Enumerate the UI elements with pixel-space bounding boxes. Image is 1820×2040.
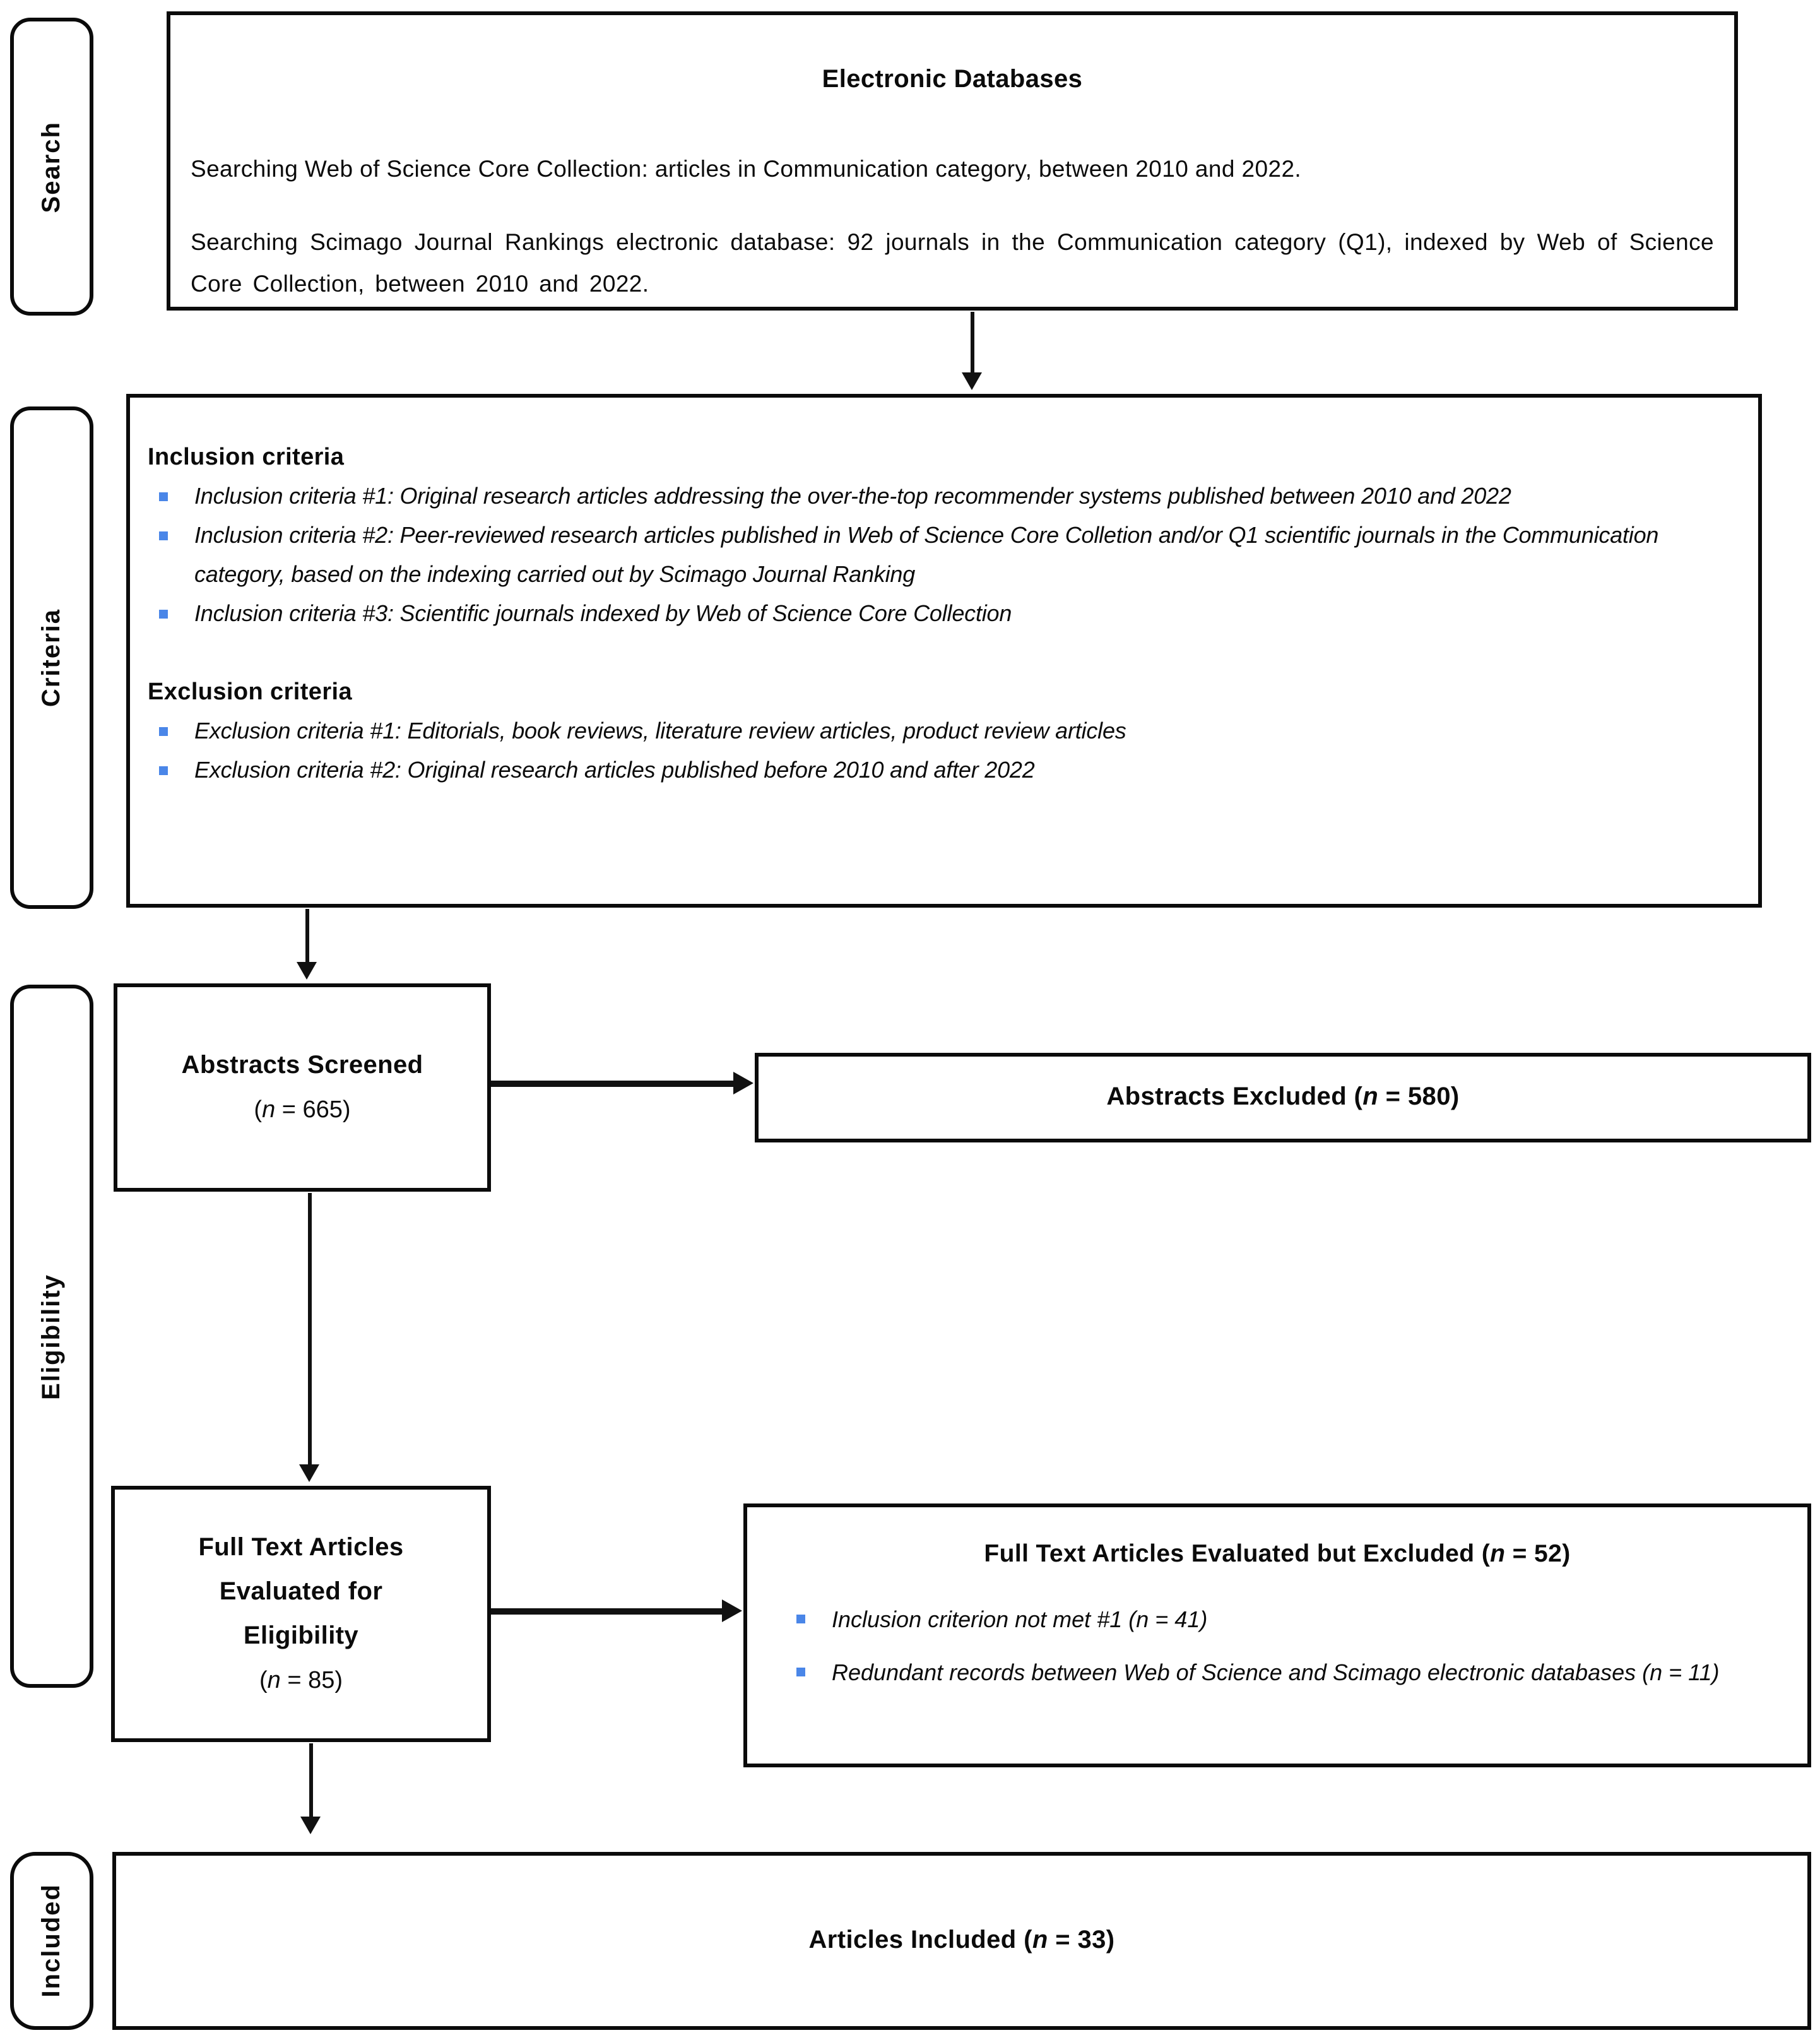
- arrow-screened-to-excluded: [491, 1072, 753, 1094]
- arrow-head-down-icon: [299, 1464, 319, 1482]
- abstracts-excluded-box: Abstracts Excluded (n = 580): [755, 1053, 1811, 1142]
- stage-label-eligibility: Eligibility: [10, 985, 93, 1688]
- fulltext-excluded-reason-2: Redundant records between Web of Science…: [793, 1652, 1780, 1693]
- articles-included-box: Articles Included (n = 33): [112, 1852, 1811, 2030]
- stage-label-search-text: Search: [37, 121, 65, 213]
- inclusion-criterion-1: Inclusion criteria #1: Original research…: [148, 477, 1733, 516]
- stage-label-criteria: Criteria: [10, 406, 93, 909]
- inclusion-criterion-2: Inclusion criteria #2: Peer-reviewed res…: [148, 516, 1733, 595]
- electronic-databases-title: Electronic Databases: [822, 66, 1083, 93]
- arrow-fulltext-to-included: [300, 1743, 321, 1834]
- arrow-databases-to-criteria: [962, 312, 982, 390]
- inclusion-criteria-header: Inclusion criteria: [148, 444, 345, 471]
- arrow-head-down-icon: [297, 962, 317, 980]
- fulltext-excluded-box: Full Text Articles Evaluated but Exclude…: [743, 1503, 1811, 1767]
- abstracts-screened-box: Abstracts Screened (n = 665): [114, 983, 491, 1192]
- arrow-shaft: [309, 1743, 312, 1817]
- fulltext-evaluated-line3: Eligibility: [243, 1622, 359, 1649]
- stage-label-eligibility-text: Eligibility: [37, 1273, 65, 1399]
- fulltext-evaluated-count: (n = 85): [259, 1667, 343, 1693]
- arrow-head-down-icon: [300, 1817, 321, 1834]
- arrow-screened-to-fulltext: [299, 1193, 319, 1482]
- abstracts-excluded-label: Abstracts Excluded (n = 580): [1106, 1083, 1460, 1111]
- exclusion-criterion-2: Exclusion criteria #2: Original research…: [148, 751, 1733, 790]
- fulltext-evaluated-box: Full Text Articles Evaluated for Eligibi…: [111, 1486, 491, 1742]
- fulltext-evaluated-line1: Full Text Articles: [198, 1533, 404, 1561]
- exclusion-criteria-list: Exclusion criteria #1: Editorials, book …: [148, 712, 1733, 790]
- stage-label-included: Included: [10, 1852, 93, 2030]
- arrow-head-right-icon: [722, 1599, 742, 1622]
- arrow-shaft: [491, 1080, 733, 1086]
- articles-included-label: Articles Included (n = 33): [808, 1926, 1115, 1954]
- inclusion-criteria-list: Inclusion criteria #1: Original research…: [148, 477, 1733, 634]
- fulltext-excluded-reason-1: Inclusion criterion not met #1 (n = 41): [793, 1599, 1780, 1640]
- search-description-wos: Searching Web of Science Core Collection…: [191, 155, 1302, 182]
- stage-label-included-text: Included: [37, 1883, 65, 1998]
- fulltext-excluded-list: Inclusion criterion not met #1 (n = 41) …: [775, 1599, 1780, 1693]
- arrow-shaft: [305, 909, 309, 962]
- stage-label-criteria-text: Criteria: [37, 608, 65, 708]
- arrow-shaft: [307, 1193, 311, 1464]
- arrow-shaft: [970, 312, 974, 372]
- fulltext-excluded-title: Full Text Articles Evaluated but Exclude…: [984, 1540, 1571, 1568]
- criteria-spacer: [148, 634, 1733, 673]
- arrow-head-right-icon: [733, 1072, 753, 1094]
- arrow-criteria-to-screened: [297, 909, 317, 980]
- arrow-head-down-icon: [962, 372, 982, 390]
- search-description-scimago: Searching Scimago Journal Rankings elect…: [191, 228, 1714, 297]
- inclusion-criterion-3: Inclusion criteria #3: Scientific journa…: [148, 595, 1733, 634]
- exclusion-criterion-1: Exclusion criteria #1: Editorials, book …: [148, 712, 1733, 751]
- electronic-databases-box: Electronic Databases Searching Web of Sc…: [167, 11, 1738, 311]
- criteria-box: Inclusion criteria Inclusion criteria #1…: [126, 394, 1762, 908]
- fulltext-evaluated-line2: Evaluated for: [219, 1577, 383, 1605]
- abstracts-screened-label: Abstracts Screened: [181, 1051, 423, 1079]
- abstracts-screened-count: (n = 665): [254, 1096, 351, 1123]
- exclusion-criteria-header: Exclusion criteria: [148, 679, 353, 706]
- arrow-shaft: [491, 1608, 722, 1614]
- arrow-fulltext-to-excluded: [491, 1599, 742, 1622]
- stage-label-search: Search: [10, 18, 93, 316]
